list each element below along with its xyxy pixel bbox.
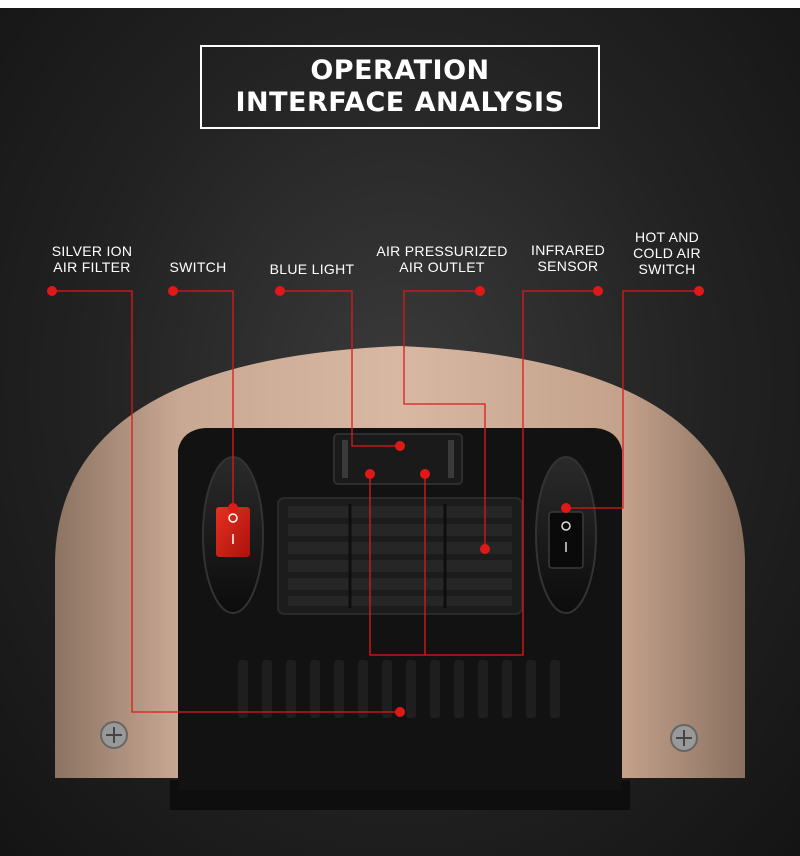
callout-dot-hot-cold-label [694, 286, 704, 296]
title-line-1: OPERATION [310, 55, 490, 86]
title-line-2: INTERFACE ANALYSIS [235, 87, 565, 118]
callout-line-hot-cold-switch [566, 290, 699, 509]
hot-cold-mark-1 [561, 521, 571, 531]
callout-line-blue-light [280, 290, 400, 447]
left-screw-icon [100, 721, 128, 749]
callout-dot-blue-light-target [395, 441, 405, 451]
label-switch: SWITCH [169, 259, 227, 275]
callout-dot-hot-cold-target [561, 503, 571, 513]
callout-dot-infrared-label [593, 286, 603, 296]
title-box: OPERATION INTERFACE ANALYSIS [200, 45, 600, 129]
callout-dot-air-outlet-target [480, 544, 490, 554]
top-strip [0, 0, 800, 8]
switch-on-mark [228, 513, 238, 523]
sensor-window-right-tab [448, 440, 454, 478]
label-air-pressurized-outlet: AIR PRESSURIZED AIR OUTLET [376, 243, 508, 275]
callout-line-silver-ion-filter [52, 290, 400, 713]
callout-line-infrared-sensor [369, 290, 598, 656]
lower-vents [238, 660, 560, 718]
label-silver-ion-air-filter: SILVER ION AIR FILTER [51, 243, 133, 275]
grille-dividers [348, 504, 447, 608]
callout-dot-switch-label [168, 286, 178, 296]
sensor-window-left-tab [342, 440, 348, 478]
callout-dot-infrared-target-2 [420, 469, 430, 479]
callout-dot-silver-ion-label [47, 286, 57, 296]
hot-cold-rocker-switch[interactable] [548, 511, 584, 569]
label-hot-cold-air-switch: HOT AND COLD AIR SWITCH [633, 229, 701, 277]
callout-dot-switch-target [228, 503, 238, 513]
callout-line-switch [173, 290, 234, 508]
label-blue-light: BLUE LIGHT [269, 261, 355, 277]
power-rocker-switch[interactable] [216, 507, 250, 557]
callout-line-air-outlet [403, 290, 486, 549]
callout-dot-infrared-target-1 [365, 469, 375, 479]
label-infrared-sensor: INFRARED SENSOR [531, 242, 605, 274]
callout-dot-silver-ion-target [395, 707, 405, 717]
right-screw-icon [670, 724, 698, 752]
callout-dot-air-outlet-label [475, 286, 485, 296]
grille-slats [288, 506, 512, 606]
callout-dot-blue-light-label [275, 286, 285, 296]
